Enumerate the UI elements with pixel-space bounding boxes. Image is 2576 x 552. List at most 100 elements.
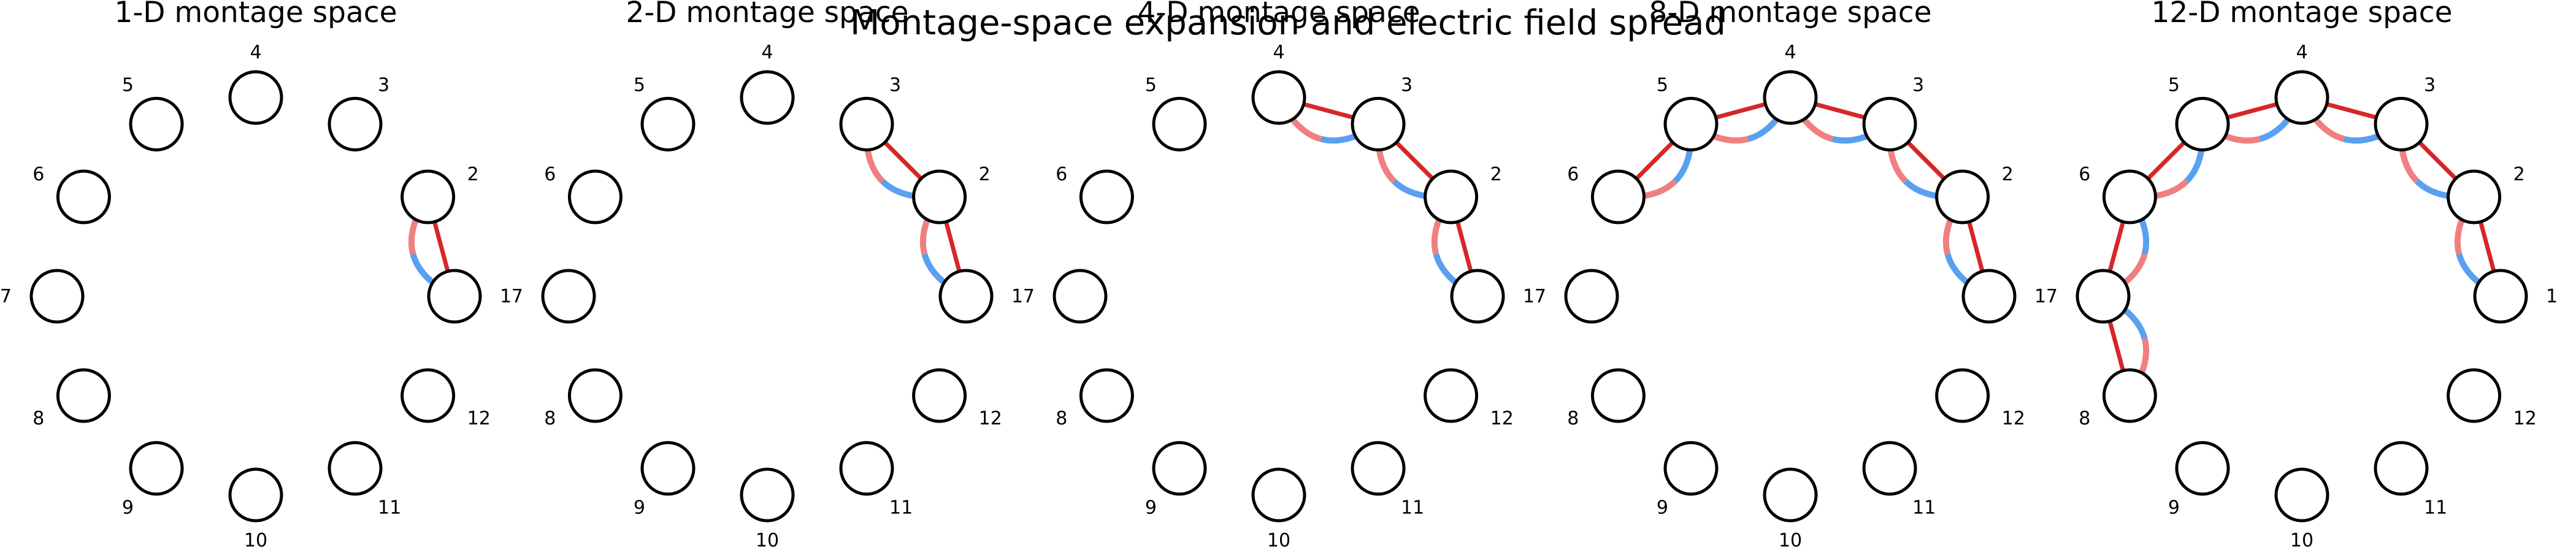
electrode-node	[2102, 368, 2157, 423]
electrode-label: 11	[889, 497, 913, 519]
electrode-node	[1935, 169, 1990, 224]
panel-title: 8-D montage space	[1649, 0, 1931, 29]
electrode-label: 3	[889, 74, 901, 96]
electrode-node	[938, 269, 994, 324]
electrode-label: 7	[1535, 286, 1546, 307]
electrode-label: 1	[2034, 286, 2046, 307]
electrode-node	[328, 96, 383, 151]
electrode-node	[2374, 441, 2429, 496]
electrode-label: 2	[979, 164, 991, 185]
electrode-label: 3	[1912, 74, 1924, 96]
electrode-node	[640, 96, 696, 151]
electrode-label: 1	[1011, 286, 1023, 307]
electrode-label: 3	[1401, 74, 1413, 96]
electrode-node	[1862, 96, 1917, 151]
electrode-node	[401, 169, 456, 224]
electrode-node	[2175, 96, 2230, 151]
electrode-node	[912, 169, 967, 224]
electrode-label: 3	[378, 74, 389, 96]
electrode-label: 5	[122, 74, 134, 96]
electrode-node	[541, 269, 596, 324]
electrode-label: 5	[634, 74, 645, 96]
electrode-label: 8	[1056, 408, 1067, 429]
electrode-node	[56, 169, 111, 224]
electrode-label: 8	[33, 408, 44, 429]
electrode-node	[2447, 169, 2502, 224]
electrode-label: 10	[1267, 530, 1290, 551]
electrode-label: 4	[250, 42, 261, 63]
electrode-node	[1152, 96, 1207, 151]
electrode-label: 7	[512, 286, 523, 307]
field-arcs	[2101, 96, 2502, 397]
electrode-label: 12	[2002, 408, 2025, 429]
electrode-label: 2	[1490, 164, 1502, 185]
electrode-node	[228, 70, 283, 125]
electrode-label: 11	[378, 497, 401, 519]
electrode-node	[1590, 169, 1646, 224]
electrode-label: 10	[2290, 530, 2313, 551]
electrode-node	[1763, 467, 1818, 523]
electrode-node	[1935, 368, 1990, 423]
electrode-node	[2076, 269, 2131, 324]
electrode-node	[29, 269, 85, 324]
panel-title: 4-D montage space	[1137, 0, 1420, 29]
electrode-label: 11	[1912, 497, 1936, 519]
electrode-node	[2102, 169, 2157, 224]
electrode-node	[1961, 269, 2017, 324]
electrode-label: 12	[1490, 408, 1514, 429]
electrode-node	[1079, 368, 1134, 423]
electrode-node	[839, 96, 894, 151]
electrode-node	[427, 269, 482, 324]
electrode-label: 4	[2296, 42, 2307, 63]
electrode-node	[129, 441, 184, 496]
electrode-label: 2	[2513, 164, 2525, 185]
electrode-node	[1152, 441, 1207, 496]
electrode-node	[567, 368, 623, 423]
electrode-node	[129, 96, 184, 151]
electrode-node	[1450, 269, 1505, 324]
electrode-node	[1590, 368, 1646, 423]
electrode-label: 9	[2168, 497, 2180, 519]
electrode-label: 1	[1523, 286, 1535, 307]
electrode-label: 6	[1056, 164, 1067, 185]
electrode-label: 10	[244, 530, 267, 551]
electrode-node	[2175, 441, 2230, 496]
electrode-label: 9	[122, 497, 134, 519]
electrode-node	[2274, 70, 2329, 125]
electrode-label: 2	[2002, 164, 2014, 185]
electrode-label: 11	[2424, 497, 2447, 519]
electrode-node	[1351, 441, 1406, 496]
electrode-label: 1	[500, 286, 512, 307]
electrode-node	[2274, 467, 2329, 523]
electrode-node	[567, 169, 623, 224]
electrode-label: 12	[2513, 408, 2537, 429]
panel-title: 2-D montage space	[626, 0, 908, 29]
electrode-label: 8	[2079, 408, 2090, 429]
electrode-node	[1079, 169, 1134, 224]
electrode-node	[1564, 269, 1619, 324]
electrode-label: 10	[1779, 530, 1802, 551]
electrode-node	[2447, 368, 2502, 423]
electrode-label: 5	[2168, 74, 2180, 96]
electrode-label: 9	[1657, 497, 1668, 519]
electrode-node	[1663, 96, 1719, 151]
electrode-label: 6	[1567, 164, 1579, 185]
electrode-label: 12	[467, 408, 491, 429]
panel-title: 12-D montage space	[2151, 0, 2452, 29]
electrode-label: 6	[2079, 164, 2090, 185]
electrode-node	[401, 368, 456, 423]
electrode-node	[1862, 441, 1917, 496]
electrode-node	[1052, 269, 1108, 324]
electrode-node	[1424, 169, 1479, 224]
electrode-node	[228, 467, 283, 523]
electrode-node	[2374, 96, 2429, 151]
panel-title: 1-D montage space	[114, 0, 397, 29]
